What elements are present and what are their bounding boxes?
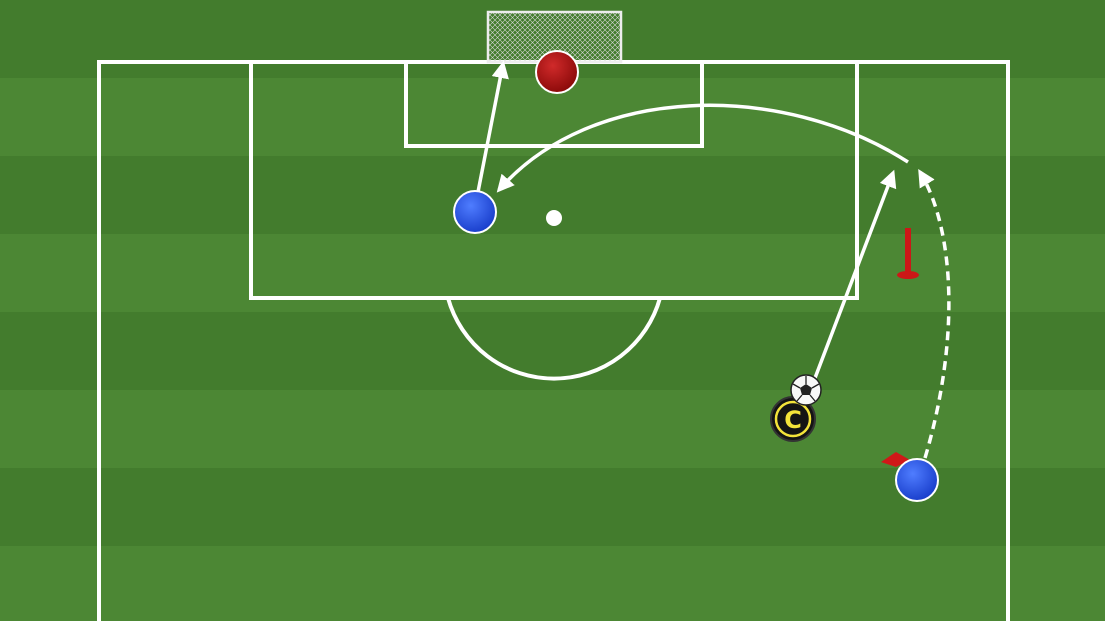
grass-stripe [0,546,1105,621]
grass-stripe [0,390,1105,468]
wide-attacker[interactable] [895,458,939,502]
red-pole [897,228,919,279]
central-attacker[interactable] [453,190,497,234]
penalty-arc [446,297,662,381]
shot-arrow [476,60,509,193]
cutback-pass-arrow [496,103,909,193]
coach[interactable]: C [770,396,816,442]
soccer-ball-icon[interactable] [790,374,822,406]
overlap-run-arrow [918,169,951,459]
coach-pass-arrow [813,169,897,379]
goalkeeper[interactable] [535,50,579,94]
grass-stripe [0,234,1105,312]
grass-stripe [0,468,1105,546]
movement-arrows [476,60,951,459]
coach-label: C [784,406,802,434]
penalty-spot [546,210,562,226]
